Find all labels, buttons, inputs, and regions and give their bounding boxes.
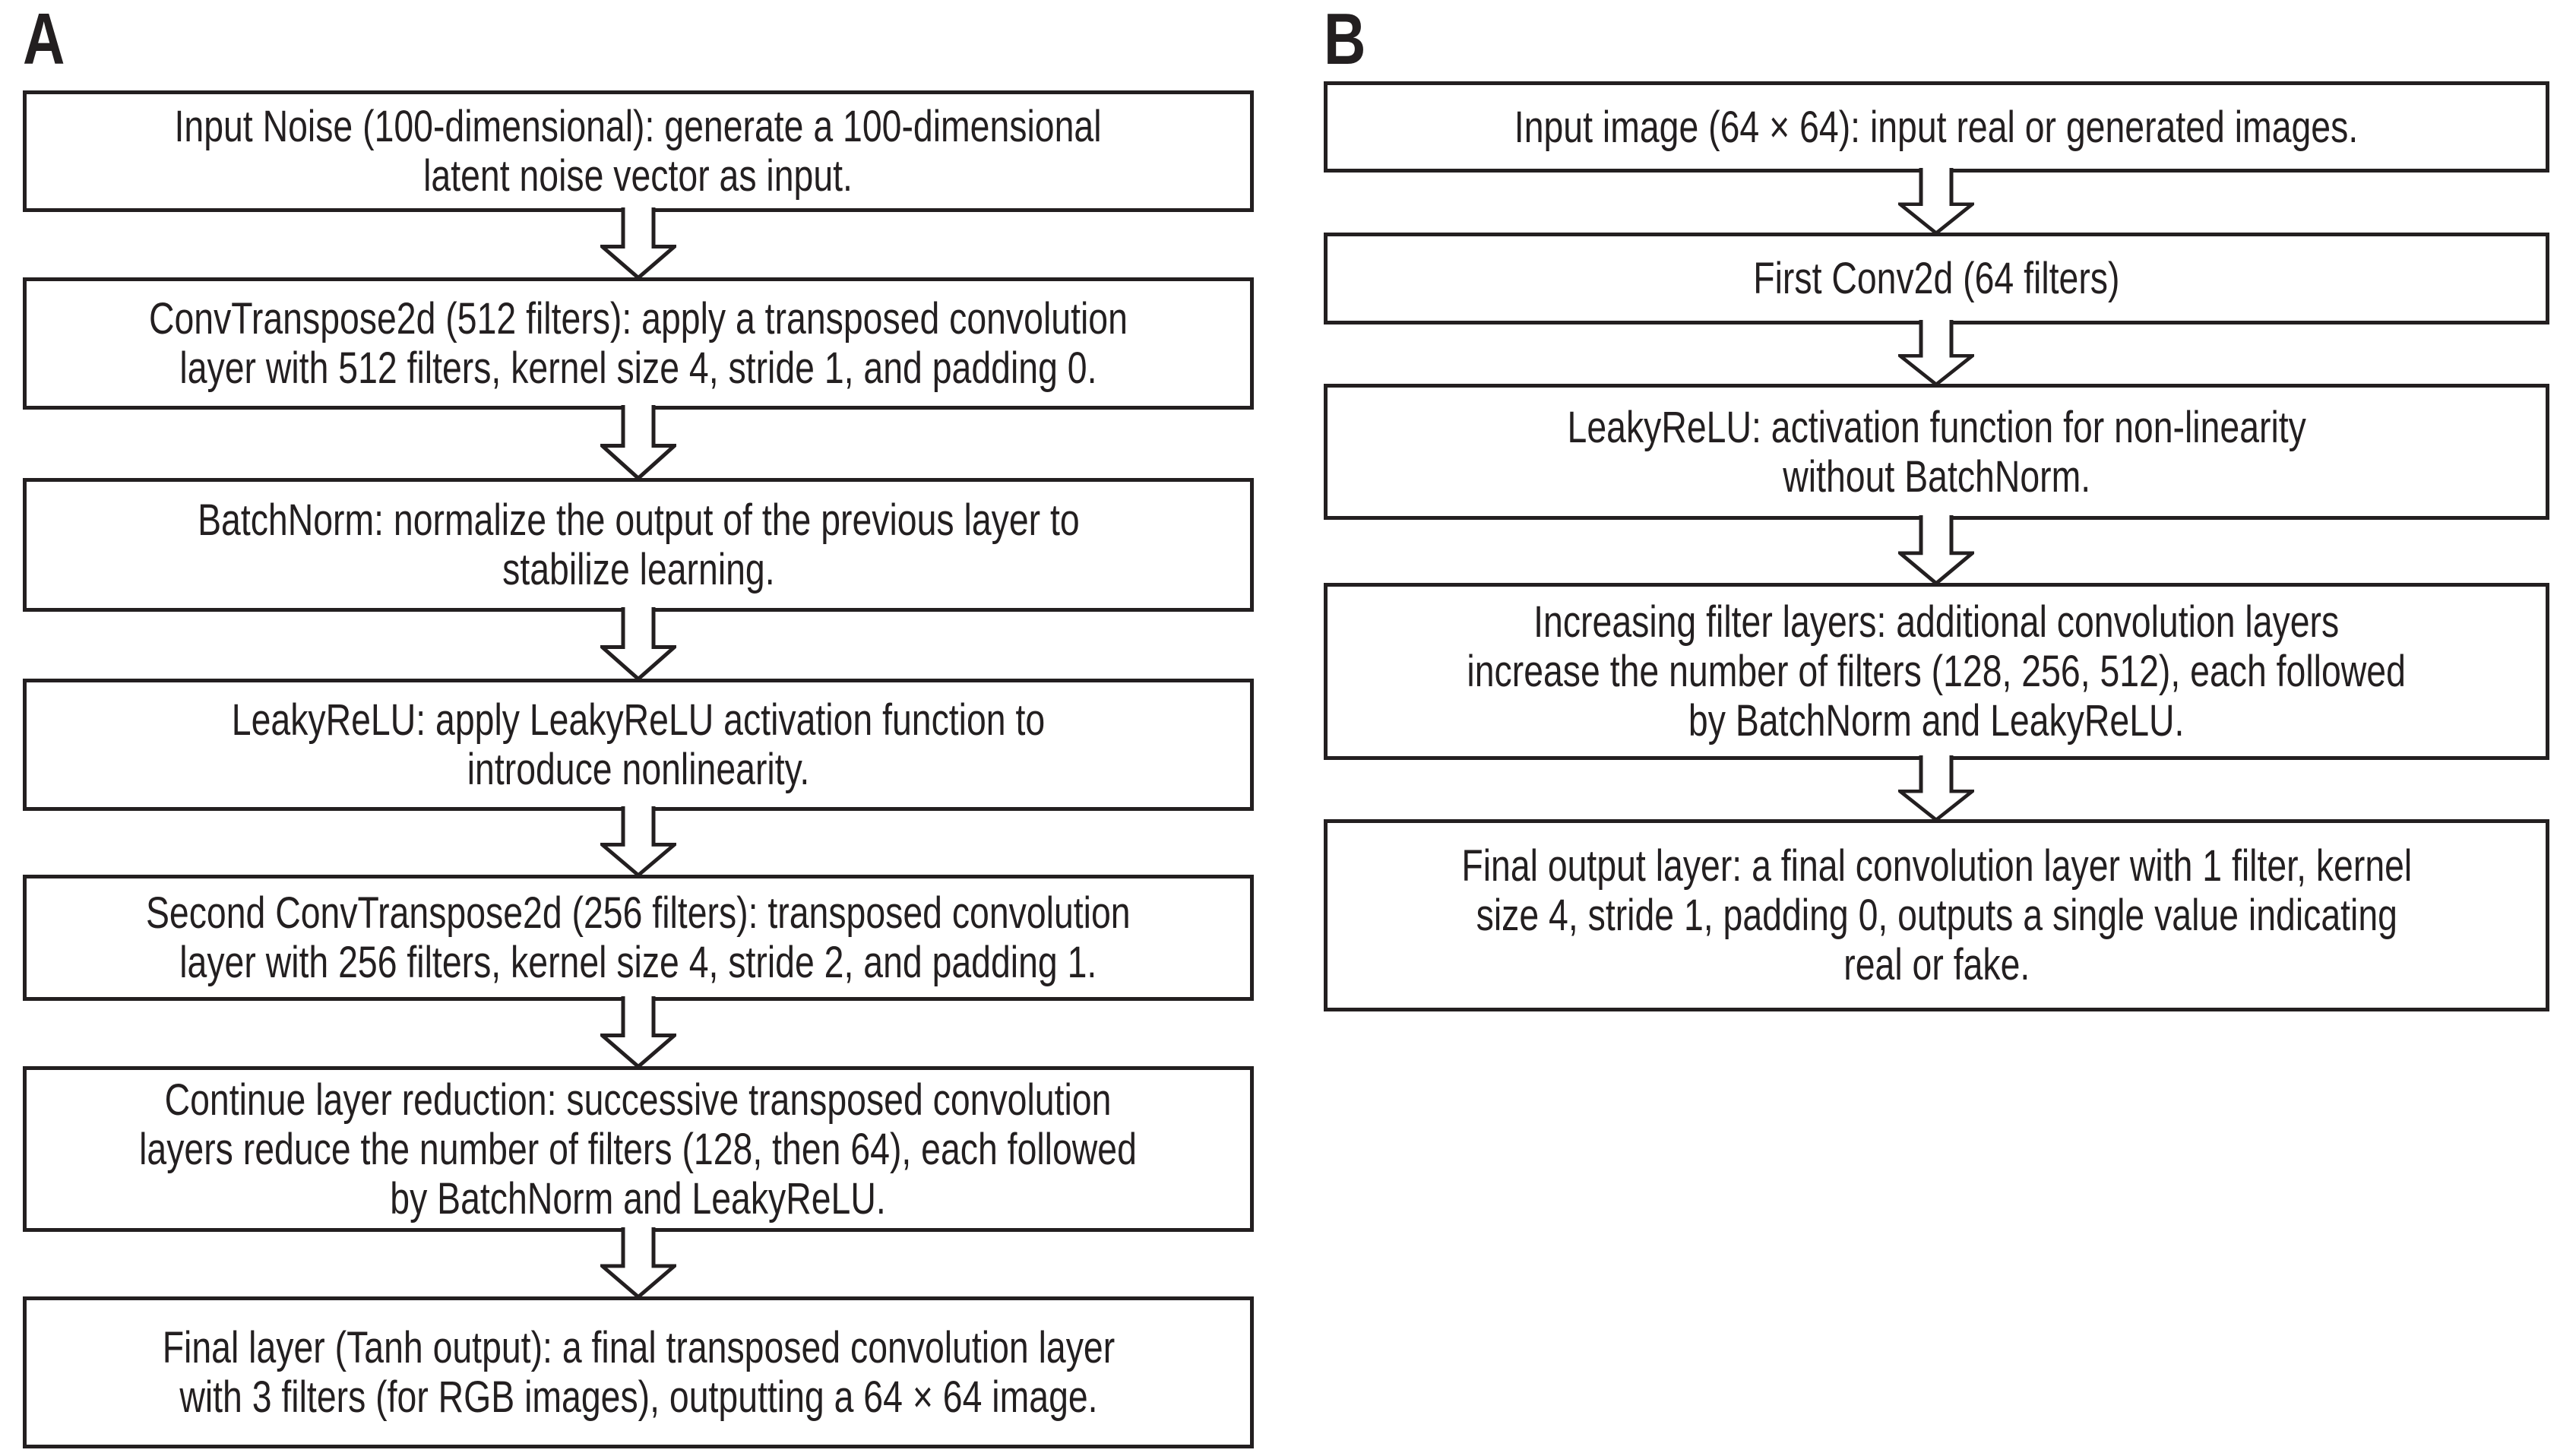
box-layer-reduction: Continue layer reduction: successive tra… — [23, 1066, 1254, 1232]
down-arrow-icon — [600, 1227, 676, 1299]
box-input-noise: Input Noise (100-dimensional): generate … — [23, 90, 1254, 212]
box-final-output: Final output layer: a final convolution … — [1324, 819, 2549, 1011]
down-arrow-icon — [600, 996, 676, 1069]
box-input-noise-text: Input Noise (100-dimensional): generate … — [174, 102, 1103, 201]
down-arrow-icon — [1898, 515, 1974, 586]
box-input-image: Input image (64 × 64): input real or gen… — [1324, 81, 2549, 173]
down-arrow-icon — [600, 207, 676, 280]
panel-a-label: A — [23, 0, 65, 80]
box-convtranspose2d-512-text: ConvTranspose2d (512 filters): apply a t… — [149, 294, 1128, 393]
box-layer-reduction-text: Continue layer reduction: successive tra… — [139, 1075, 1138, 1223]
down-arrow-icon — [600, 405, 676, 481]
box-convtranspose2d-256-text: Second ConvTranspose2d (256 filters): tr… — [146, 888, 1131, 987]
box-batchnorm: BatchNorm: normalize the output of the p… — [23, 478, 1254, 612]
down-arrow-icon — [1898, 755, 1974, 822]
box-convtranspose2d-512: ConvTranspose2d (512 filters): apply a t… — [23, 277, 1254, 410]
box-leakyrelu-no-batchnorm: LeakyReLU: activation function for non-l… — [1324, 384, 2549, 520]
box-convtranspose2d-256: Second ConvTranspose2d (256 filters): tr… — [23, 875, 1254, 1001]
box-first-conv2d: First Conv2d (64 filters) — [1324, 233, 2549, 324]
box-input-image-text: Input image (64 × 64): input real or gen… — [1514, 102, 2359, 152]
down-arrow-icon — [600, 607, 676, 682]
box-final-tanh: Final layer (Tanh output): a final trans… — [23, 1296, 1254, 1448]
box-final-tanh-text: Final layer (Tanh output): a final trans… — [162, 1323, 1115, 1422]
box-first-conv2d-text: First Conv2d (64 filters) — [1753, 254, 2120, 303]
down-arrow-icon — [600, 806, 676, 878]
down-arrow-icon — [1898, 168, 1974, 236]
panel-b-label: B — [1324, 0, 1366, 80]
down-arrow-icon — [1898, 320, 1974, 387]
box-final-output-text: Final output layer: a final convolution … — [1461, 841, 2412, 989]
box-leakyrelu-text: LeakyReLU: apply LeakyReLU activation fu… — [231, 695, 1046, 794]
box-increasing-filters: Increasing filter layers: additional con… — [1324, 583, 2549, 760]
box-leakyrelu-no-batchnorm-text: LeakyReLU: activation function for non-l… — [1567, 402, 2306, 502]
box-increasing-filters-text: Increasing filter layers: additional con… — [1467, 597, 2407, 745]
box-leakyrelu: LeakyReLU: apply LeakyReLU activation fu… — [23, 679, 1254, 811]
box-batchnorm-text: BatchNorm: normalize the output of the p… — [197, 495, 1080, 594]
